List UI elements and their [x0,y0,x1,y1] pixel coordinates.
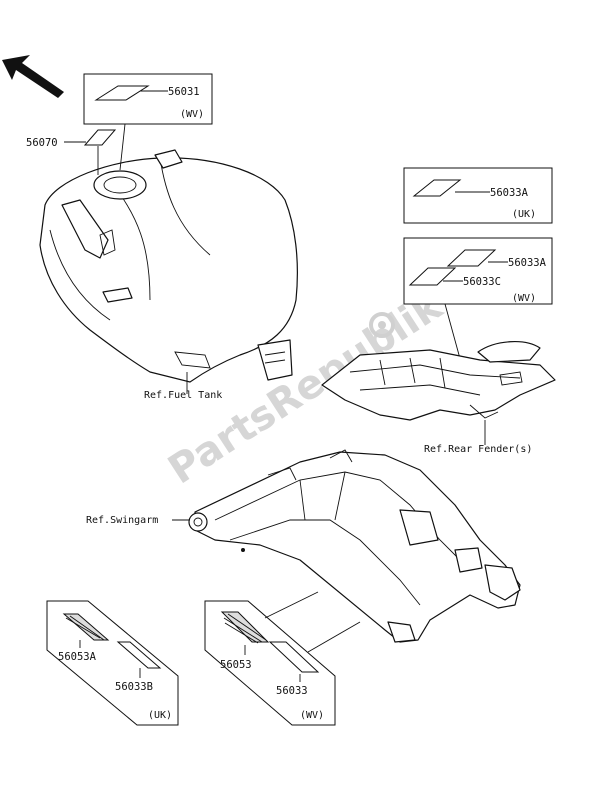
front-direction-arrow-icon [2,55,64,98]
label-box-swingarm-uk: 56053A 56033B (UK) [46,600,179,726]
callout-56033: 56033 [276,685,308,697]
callout-56070: 56070 [26,137,58,149]
region-uk-swingarm: (UK) [148,710,172,721]
region-wv-56031: (WV) [180,109,204,120]
label-56070: 56070 [26,129,117,175]
sticker-56033 [268,641,320,673]
callout-56031: 56031 [168,86,200,98]
sticker-56070 [83,129,117,146]
ref-swingarm: Ref.Swingarm [86,515,158,526]
callout-56033A-wv: 56033A [508,257,547,269]
sticker-56031 [94,85,150,101]
sticker-56033B [116,641,162,669]
watermark-gear-icon [369,312,395,338]
callout-56033B: 56033B [115,681,153,693]
region-uk-56033A: (UK) [512,209,536,220]
ref-fuel-tank: Ref.Fuel Tank [144,390,222,401]
label-box-56033A-uk: 56033A (UK) [403,167,553,224]
sticker-56033A-wv [446,249,497,267]
swingarm [188,449,521,643]
sticker-56053 [220,611,270,643]
callout-56053: 56053 [220,659,252,671]
fuel-tank [39,149,298,383]
region-wv-fender: (WV) [512,293,536,304]
label-box-fender-wv: 56033A 56033C (WV) [403,237,553,396]
sticker-56033A-uk [412,179,462,197]
callout-56053A: 56053A [58,651,97,663]
callout-56033C: 56033C [463,276,501,288]
region-wv-swingarm: (WV) [300,710,324,721]
label-box-swingarm-wv: 56053 56033 (WV) [204,600,336,726]
rear-fender [321,341,556,421]
label-box-56031: 56031 (WV) [83,73,213,171]
callout-56033A-uk: 56033A [490,187,529,199]
sticker-56033C [408,267,457,286]
ref-rear-fender: Ref.Rear Fender(s) [424,444,532,455]
